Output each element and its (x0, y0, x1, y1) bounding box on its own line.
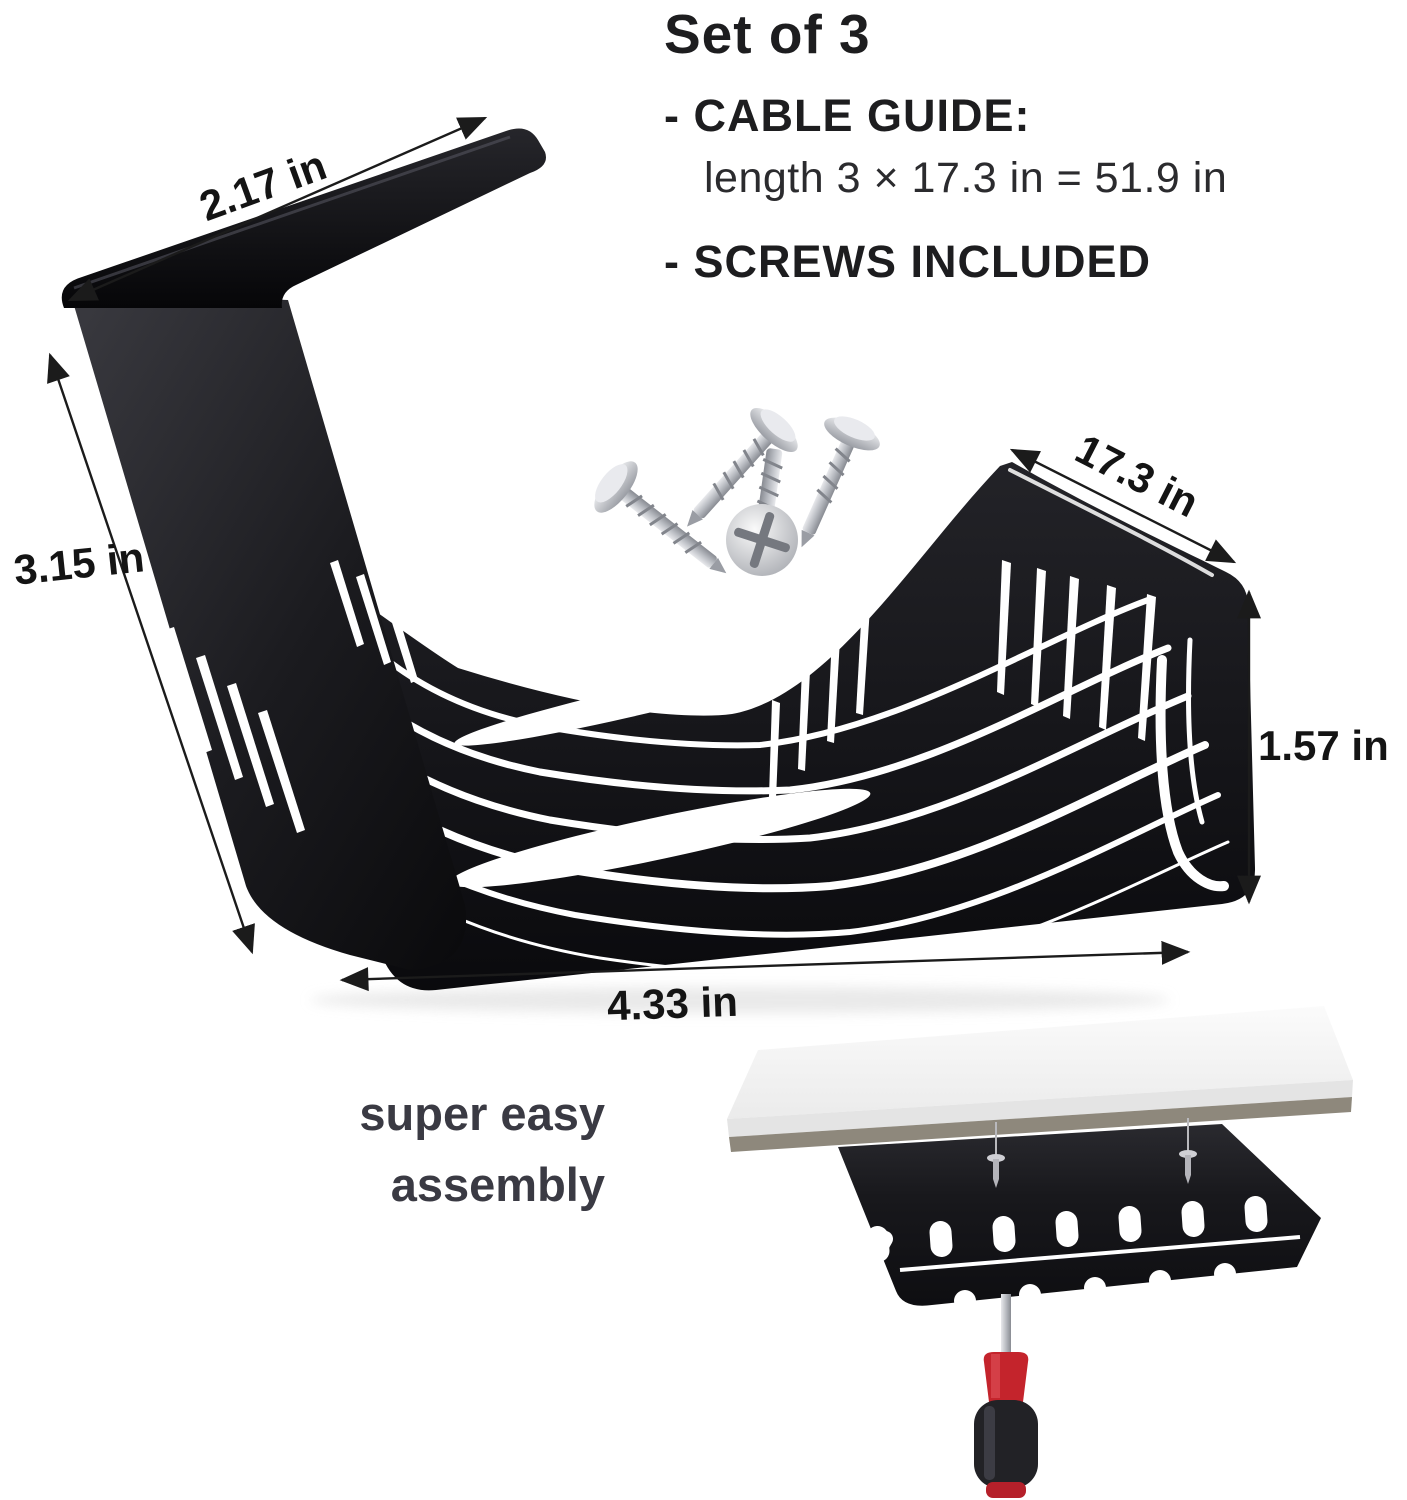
page-title: Set of 3 (664, 3, 871, 65)
dimension-arrow-hook-width (67, 116, 488, 302)
dimension-arrow-guide-length (1009, 448, 1237, 564)
caption-easy-assembly: super easy assembly (255, 1078, 605, 1221)
dimension-arrows (47, 116, 1261, 992)
caption-line2: assembly (390, 1158, 605, 1212)
screw-icon (1179, 1118, 1197, 1184)
desk-image (727, 1006, 1353, 1152)
bullet-screws-included: - SCREWS INCLUDED (664, 236, 1151, 287)
dimension-label-base-width: 4.33 in (606, 977, 739, 1030)
caption-line1: super easy (359, 1087, 605, 1140)
dimension-arrow-hook-height (47, 352, 255, 955)
bullet-cable-guide: - CABLE GUIDE: (664, 90, 1031, 141)
screw-icon (987, 1122, 1005, 1188)
cable-tray-image (838, 1118, 1321, 1312)
dimension-arrow-base-width (339, 940, 1191, 992)
dimension-label-end-height: 1.57 in (1258, 722, 1389, 769)
under-desk-installation-photo (727, 1006, 1353, 1498)
product-shadow (310, 987, 1170, 1013)
mounting-screws-image (594, 408, 880, 576)
screwdriver-icon (974, 1294, 1038, 1498)
bullet-cable-guide-detail: length 3 × 17.3 in = 51.9 in (704, 154, 1228, 202)
